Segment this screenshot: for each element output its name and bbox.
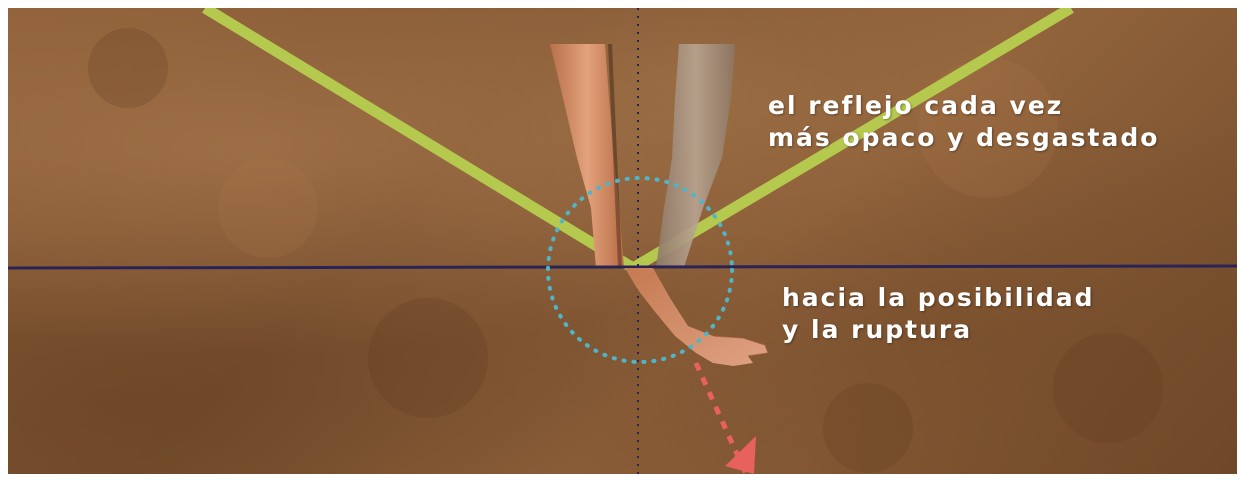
illustration-svg (8, 8, 1237, 474)
caption-bottom-line-2: y la ruptura (782, 314, 1095, 346)
horizon-line (8, 266, 1237, 268)
illustration-canvas: el reflejo cada vez más opaco y desgasta… (8, 8, 1237, 474)
caption-top-line-1: el reflejo cada vez (768, 90, 1159, 122)
caption-bottom-line-1: hacia la posibilidad (782, 282, 1095, 314)
dotted-arrow-icon (696, 363, 756, 474)
caption-bottom: hacia la posibilidad y la ruptura (782, 282, 1095, 346)
caption-top: el reflejo cada vez más opaco y desgasta… (768, 90, 1159, 154)
arm-image-bottom (625, 268, 768, 366)
caption-top-line-2: más opaco y desgastado (768, 122, 1159, 154)
